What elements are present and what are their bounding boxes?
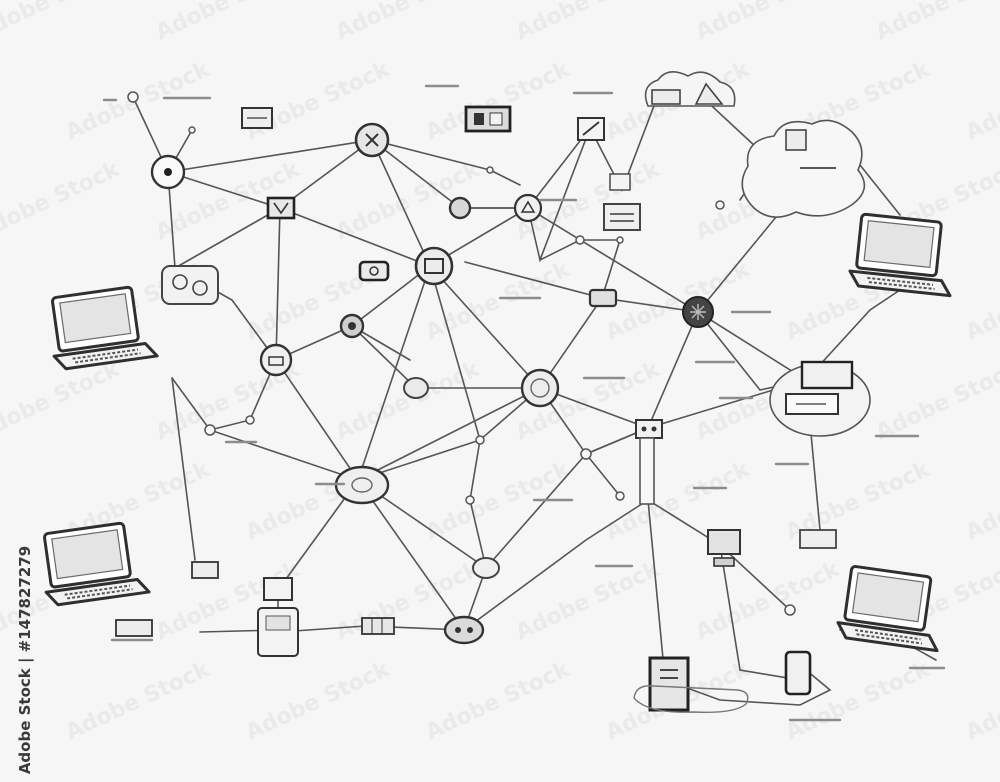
hub-node-icon — [354, 122, 390, 158]
server-icon — [799, 529, 837, 549]
illegible-caption-marks — [102, 84, 946, 722]
device-boxes — [115, 105, 837, 712]
watermark-text: Adobe Stock — [242, 657, 395, 746]
watermark-text: Adobe Stock — [962, 457, 1000, 546]
hub-node-icon — [339, 313, 365, 339]
hub-node-icon — [520, 368, 560, 408]
router-icon — [443, 615, 485, 645]
endpoint-dot — [784, 604, 796, 616]
watermark-text: Adobe Stock — [962, 657, 1000, 746]
endpoint-dot — [475, 435, 485, 445]
endpoint-dot — [465, 495, 475, 505]
laptop-icon — [847, 211, 959, 298]
endpoint-dot — [486, 166, 494, 174]
server-icon — [361, 617, 395, 635]
server-icon — [161, 265, 219, 305]
server-icon — [707, 529, 741, 567]
cloud-icon — [741, 119, 866, 218]
server-icon — [257, 577, 299, 657]
watermark-text: Adobe Stock — [152, 0, 305, 45]
watermark-text: Adobe Stock — [692, 557, 845, 646]
hub-nodes — [150, 122, 714, 645]
cloud-icon — [769, 360, 871, 437]
endpoint-dot — [245, 415, 255, 425]
endpoint-dot — [188, 126, 196, 134]
server-icon — [191, 561, 219, 579]
server-icon — [464, 105, 512, 133]
watermark-text: Adobe Stock — [0, 357, 125, 446]
cloud-icon — [633, 685, 749, 714]
server-icon — [577, 117, 605, 141]
endpoint-dot — [580, 448, 592, 460]
stock-id-label: Adobe Stock | #147827279 — [10, 546, 40, 774]
laptop-icon — [36, 519, 151, 608]
endpoint-dot — [204, 424, 216, 436]
server-icon — [603, 203, 641, 231]
hub-node-icon — [513, 193, 543, 223]
watermark-text: Adobe Stock — [422, 657, 575, 746]
server-icon — [266, 196, 296, 220]
watermark-text: Adobe Stock — [332, 0, 485, 45]
server-icon — [648, 656, 690, 712]
hub-node-icon — [150, 154, 186, 190]
endpoint-dot — [575, 235, 585, 245]
hub-node-icon — [472, 557, 500, 579]
server-icon — [639, 437, 655, 505]
watermark-text: Adobe Stock — [62, 657, 215, 746]
endpoint-dot — [715, 200, 725, 210]
hub-node-icon — [682, 296, 714, 328]
watermark-text: Adobe Stock — [872, 0, 1000, 45]
server-icon — [358, 260, 390, 282]
server-icon — [588, 288, 618, 308]
watermark-text: Adobe Stock — [332, 357, 485, 446]
stock-id-text: Adobe Stock | #147827279 — [16, 545, 34, 775]
endpoint-dot — [127, 91, 139, 103]
server-icon — [241, 107, 273, 129]
endpoint-dot — [615, 491, 625, 501]
watermark-text: Adobe Stock — [962, 57, 1000, 146]
hub-node-icon — [259, 343, 293, 377]
watermark-text: Adobe Stock — [512, 0, 665, 45]
watermark-text: Adobe Stock — [512, 557, 665, 646]
watermark-text: Adobe Stock — [0, 157, 125, 246]
server-icon — [784, 650, 812, 696]
cloud-icon — [644, 71, 736, 107]
server-icon — [635, 419, 663, 439]
watermark-text: Adobe Stock — [872, 357, 1000, 446]
watermark-text: Adobe Stock — [962, 257, 1000, 346]
endpoint-dot — [616, 236, 624, 244]
hub-node-icon — [414, 246, 454, 286]
watermark-text: Adobe Stock — [0, 0, 125, 45]
server-icon — [115, 619, 153, 637]
hub-node-icon — [403, 377, 429, 399]
cloud-group — [633, 71, 871, 714]
watermark-text: Adobe Stock — [692, 0, 845, 45]
hub-node-icon — [448, 196, 472, 220]
server-icon — [609, 173, 631, 191]
